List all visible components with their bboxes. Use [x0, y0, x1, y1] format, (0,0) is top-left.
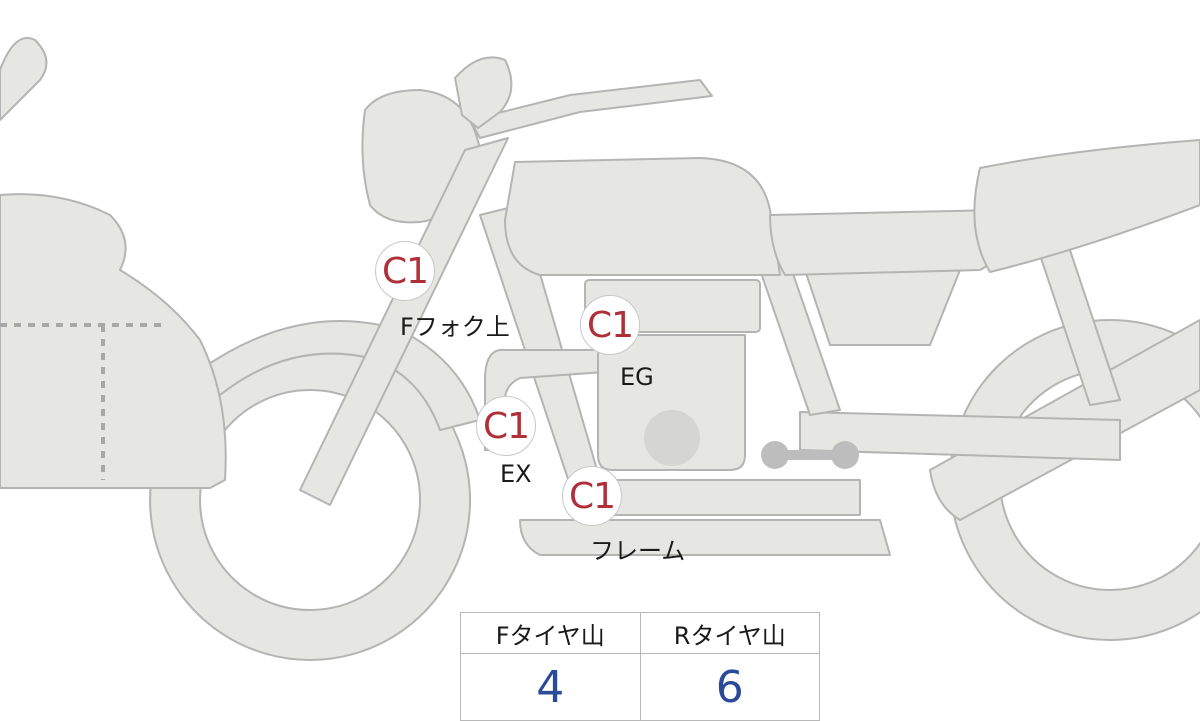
handlebar: [469, 79, 713, 139]
marker-eg-code: C1: [580, 295, 640, 355]
rear-tire-value: 6: [639, 653, 820, 721]
side-cover: [804, 269, 961, 346]
engine-cover: [644, 410, 700, 466]
left-vehicle-body: [0, 193, 227, 489]
marker-frame-code: C1: [562, 466, 622, 526]
label-ex: EX: [500, 460, 532, 488]
fuel-tank: [504, 157, 781, 276]
mirror: [454, 56, 513, 129]
tire-tread-table: Fタイヤ山 Rタイヤ山 4 6: [460, 612, 820, 721]
footpeg: [761, 441, 859, 469]
dashed-guides: [0, 323, 165, 480]
front-tire-header: Fタイヤ山: [460, 612, 641, 654]
marker-fork-code: C1: [375, 241, 435, 301]
front-fork: [299, 137, 509, 506]
left-vehicle-top: [0, 37, 48, 121]
marker-ex-code: C1: [476, 396, 536, 456]
label-eg: EG: [620, 363, 654, 391]
tail: [973, 139, 1200, 273]
rear-tire-header: Rタイヤ山: [639, 612, 820, 654]
seat: [769, 209, 1004, 276]
label-fork: Fフォク上: [400, 313, 510, 341]
rear-swingarm: [799, 411, 1121, 461]
engine-block: [597, 334, 746, 471]
frame-cradle: [519, 519, 891, 556]
front-tire-value: 4: [460, 653, 641, 721]
label-frame: フレーム: [590, 537, 686, 565]
